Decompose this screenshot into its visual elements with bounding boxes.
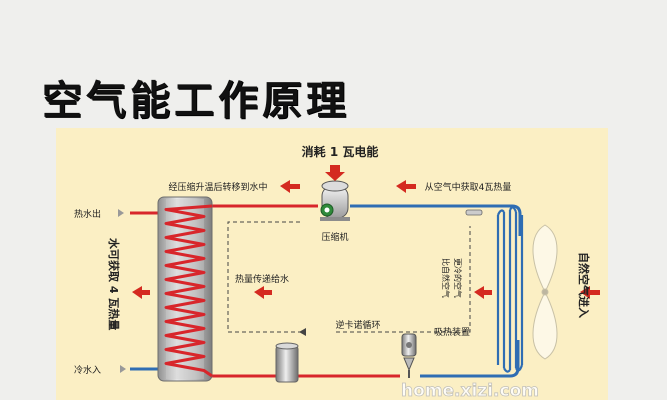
- carnot-arrow-head: [299, 328, 306, 336]
- left-arrow-icon: [132, 286, 150, 299]
- evaporator-coil: [496, 206, 524, 373]
- cooler-air-label-col1: 比自然空气: [441, 258, 451, 298]
- left-arrow-icon: [254, 286, 272, 299]
- water-gains-label-text: 水可获取 4 瓦热量: [107, 238, 121, 330]
- cold-pipe-top: [350, 204, 522, 236]
- cooler-air-label-col1-text: 比自然空气: [441, 258, 451, 298]
- accumulator-icon: [275, 342, 299, 383]
- hot-water-out-arrow-icon: [118, 209, 124, 217]
- heat-from-air-label: 从空气中获取4瓦热量: [425, 181, 512, 193]
- cold-water-in-arrow-icon: [120, 365, 126, 373]
- power-in-label: 消耗 1 瓦电能: [302, 144, 379, 159]
- hot-water-out-label: 热水出: [74, 208, 101, 220]
- heat-absorber-label: 吸热装置: [434, 326, 470, 338]
- compressor-icon: [320, 180, 350, 221]
- natural-air-in-label: 自然空气进入: [577, 252, 591, 318]
- expansion-valve-icon: [401, 333, 417, 378]
- carnot-dashed-line: [336, 226, 471, 333]
- cold-water-in-label: 冷水入: [74, 364, 101, 376]
- left-arrow-icon: [396, 180, 416, 193]
- condenser-coil-path: [164, 204, 213, 378]
- left-arrow-icon: [280, 180, 300, 193]
- heat-transfer-dashed-line: [227, 221, 306, 333]
- water-gains-label: 水可获取 4 瓦热量: [107, 238, 121, 330]
- cold-pipe-bottom: [420, 340, 520, 378]
- natural-air-in-label-text: 自然空气进入: [577, 252, 591, 318]
- heat-to-water-label: 热量传递给水: [235, 273, 289, 285]
- cooler-air-label-col2-text: 更冷的空气: [453, 258, 463, 298]
- watermark: home.xizi.com: [401, 381, 539, 400]
- left-arrow-icon: [580, 286, 600, 299]
- condenser-coil: [164, 204, 213, 378]
- flow-arrows: [132, 165, 600, 299]
- fan-icon: [532, 224, 558, 360]
- heat-transfer-top-label: 经压缩升温后转移到水中: [168, 181, 267, 193]
- left-arrow-icon: [474, 286, 492, 299]
- sensor-bulb: [465, 209, 483, 216]
- carnot-cycle-label: 逆卡诺循环: [335, 319, 380, 331]
- compressor-label: 压缩机: [321, 231, 348, 243]
- page-title: 空气能工作原理: [42, 77, 350, 124]
- cooler-air-label-col2: 更冷的空气: [453, 258, 463, 298]
- power-arrow-icon: [325, 165, 345, 181]
